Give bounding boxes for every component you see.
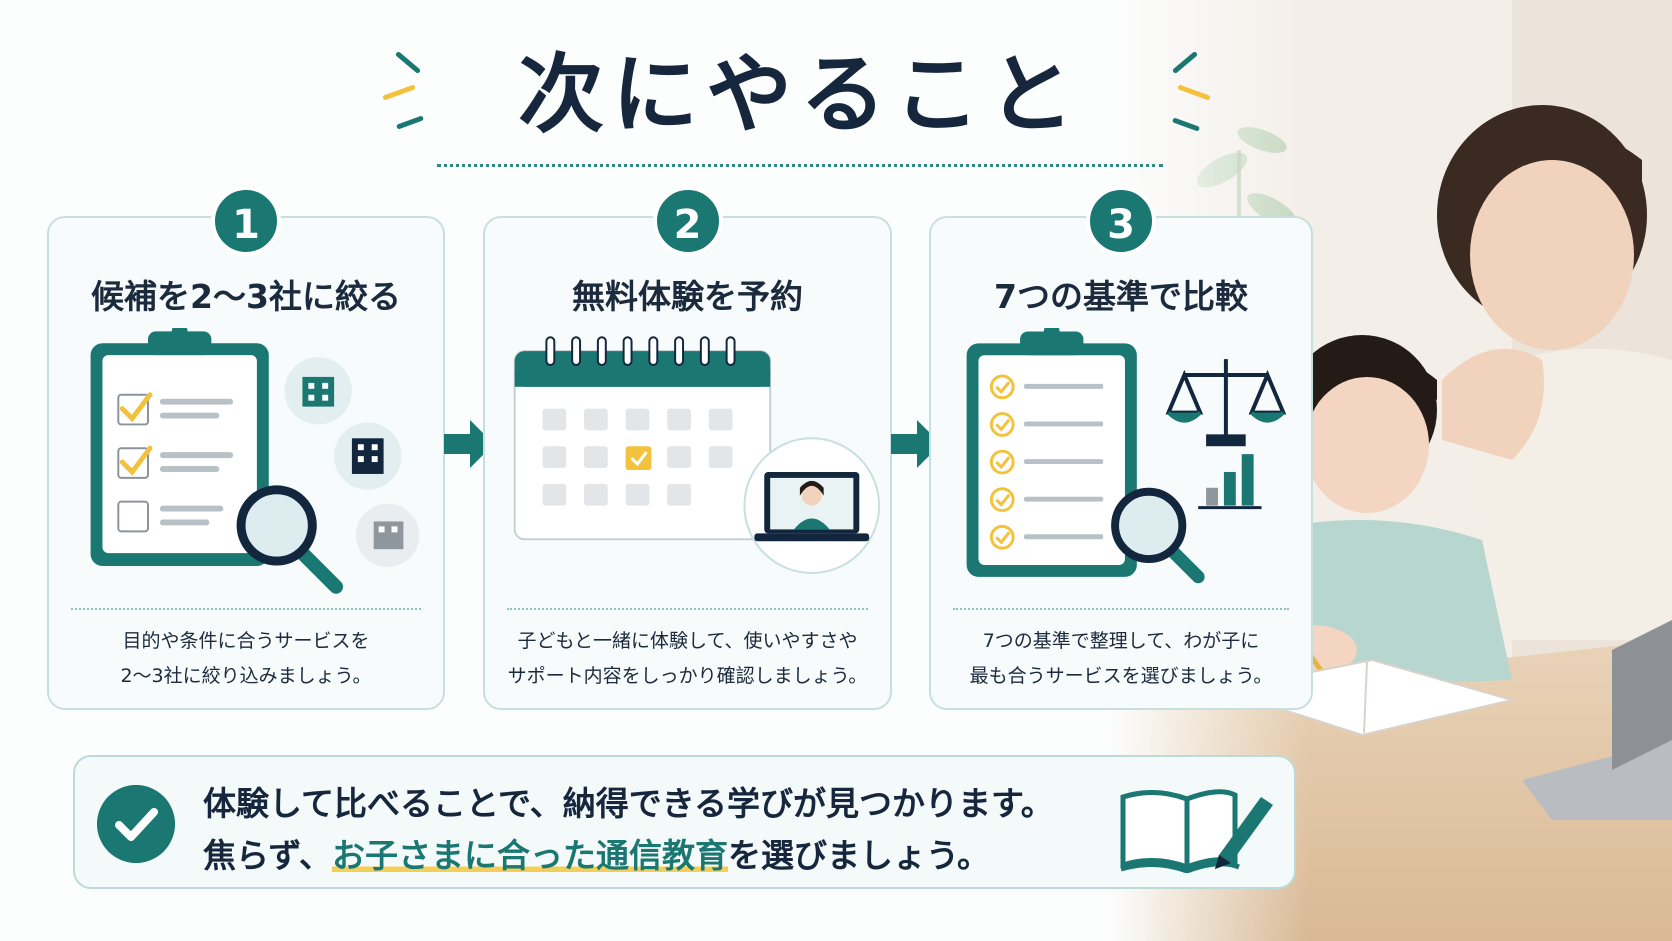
banner-text-suffix: を選びましょう。 — [728, 836, 991, 875]
step-description-line: 最も合うサービスを選びましょう。 — [969, 665, 1273, 687]
parent-child-study-photo — [1112, 0, 1672, 941]
step-card-2: 2 無料体験を予約 — [483, 186, 892, 710]
title-spark-decoration — [394, 50, 422, 75]
step-description-line: 2〜3社に絞り込みましょう。 — [120, 665, 372, 687]
step-title: 候補を2〜3社に絞る — [91, 277, 401, 316]
step-title: 無料体験を予約 — [572, 277, 803, 316]
step-description-line: 目的や条件に合うサービスを — [122, 630, 370, 652]
building-icon — [284, 357, 420, 567]
title-spark-decoration — [395, 115, 425, 130]
step-card-1: 1 候補を2〜3社に絞る — [47, 186, 445, 710]
banner-text-line2: 焦らず、お子さまに合った通信教育を選びましょう。 — [203, 829, 990, 877]
step-description-line: 7つの基準で整理して、わが子に — [982, 630, 1260, 652]
bar-chart-icon — [1198, 454, 1262, 510]
title-divider — [437, 164, 1163, 167]
calendar-icon — [513, 336, 779, 541]
arrow-right-icon — [444, 420, 494, 468]
step-description: 7つの基準で整理して、わが子に 最も合うサービスを選びましょう。 — [931, 624, 1311, 694]
summary-banner: 体験して比べることで、納得できる学びが見つかります。 焦らず、お子さまに合った通… — [73, 755, 1296, 889]
step-description-line: サポート内容をしっかり確認しましょう。 — [507, 665, 868, 687]
step1-illustration — [90, 328, 420, 594]
banner-text-prefix: 焦らず、 — [203, 836, 333, 875]
card-divider — [953, 608, 1289, 610]
step-card-3: 3 7つの基準で比較 — [929, 186, 1313, 710]
clipboard-checklist-icon — [90, 328, 269, 567]
laptop-video-call-icon — [743, 437, 881, 574]
step-number-badge: 2 — [652, 186, 723, 256]
banner-text-line1: 体験して比べることで、納得できる学びが見つかります。 — [203, 784, 1054, 823]
page-title: 次にやること — [518, 45, 1082, 145]
card-divider — [71, 608, 421, 610]
book-pencil-icon — [1120, 789, 1273, 873]
step-number-badge: 3 — [1086, 186, 1156, 256]
scale-icon — [1165, 359, 1287, 447]
step2-illustration — [513, 336, 881, 574]
check-circle-icon — [97, 785, 175, 863]
banner-text-highlight: お子さまに合った通信教育 — [332, 836, 729, 875]
title-spark-decoration — [382, 84, 416, 101]
step-number-badge: 1 — [211, 186, 281, 256]
magnifier-icon — [1111, 487, 1205, 584]
step-title: 7つの基準で比較 — [994, 277, 1248, 316]
arrow-right-icon — [891, 420, 941, 468]
clipboard-checklist-icon — [966, 328, 1137, 577]
card-divider — [507, 608, 868, 610]
step-description: 子どもと一緒に体験して、使いやすさや サポート内容をしっかり確認しましょう。 — [485, 624, 890, 694]
step-description: 目的や条件に合うサービスを 2〜3社に絞り込みましょう。 — [49, 624, 443, 694]
magnifier-icon — [236, 485, 344, 594]
step3-illustration — [966, 328, 1287, 584]
step-description-line: 子どもと一緒に体験して、使いやすさや — [517, 630, 858, 652]
